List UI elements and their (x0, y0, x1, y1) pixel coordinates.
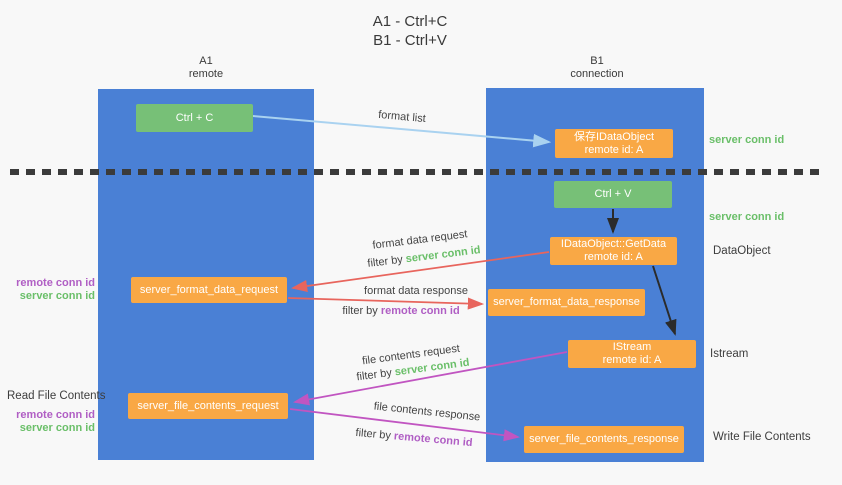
title-line-1: A1 - Ctrl+C (372, 13, 448, 30)
format-data-response-label: format data response (364, 285, 468, 297)
remote-conn-id-key: remote conn id (380, 305, 460, 317)
lane-a1-subtitle: remote (188, 68, 224, 80)
write-file-contents-label: Write File Contents (713, 431, 811, 443)
server-format-data-request-box: server_format_data_request (131, 277, 287, 303)
format-response-filter-label: filter by remote conn id (342, 305, 459, 317)
dashed-divider-line (10, 169, 820, 175)
file-remote-conn-id-label: remote conn id (16, 409, 95, 421)
istream-side-label: Istream (710, 348, 749, 360)
lane-header-a1: A1 remote (189, 55, 223, 81)
server-format-data-response-label: server_format_data_response (493, 296, 640, 308)
format-server-conn-id-label: server conn id (19, 290, 95, 302)
lane-header-b1: B1 connection (570, 55, 623, 81)
arrow-format-data-response (287, 297, 485, 310)
save-dataobject-box: 保存IDataObject remote id: A (555, 129, 673, 158)
dataobject-label: DataObject (713, 245, 771, 257)
istream-box: IStream remote id: A (568, 340, 696, 368)
server-file-contents-request-box: server_file_contents_request (128, 393, 288, 419)
format-conn-id-pair: remote conn id server conn id (14, 277, 95, 303)
filter-by-prefix: filter by (355, 426, 395, 443)
diagram-title: A1 - Ctrl+C B1 - Ctrl+V (373, 12, 448, 50)
ctrl-v-label: Ctrl + V (594, 188, 632, 200)
remote-conn-id-key: remote conn id (393, 430, 473, 450)
lane-a1-name: A1 (199, 55, 213, 67)
file-conn-id-pair: remote conn id server conn id (14, 409, 95, 435)
save-dataobject-line1: 保存IDataObject (573, 130, 655, 143)
read-file-contents-label: Read File Contents (7, 390, 106, 402)
getdata-line1: IDataObject::GetData (560, 238, 667, 250)
istream-line1: IStream (612, 341, 652, 353)
lane-b1-name: B1 (590, 55, 604, 67)
getdata-box: IDataObject::GetData remote id: A (550, 237, 677, 265)
filter-by-prefix: filter by (355, 366, 396, 384)
title-line-2: B1 - Ctrl+V (373, 32, 447, 49)
save-dataobject-line2: remote id: A (584, 143, 644, 156)
filter-by-prefix: filter by (366, 253, 407, 270)
file-contents-response-label: file contents response (373, 400, 481, 424)
format-list-label: format list (377, 108, 427, 126)
getdata-line2: remote id: A (584, 251, 643, 263)
istream-line2: remote id: A (602, 354, 662, 366)
file-response-filter-label: filter by remote conn id (355, 427, 473, 449)
server-format-data-response-box: server_format_data_response (488, 289, 645, 316)
format-remote-conn-id-label: remote conn id (16, 277, 95, 289)
lane-b1-subtitle: connection (570, 68, 624, 80)
server-file-contents-response-box: server_file_contents_response (524, 426, 684, 453)
filter-by-prefix: filter by (342, 305, 381, 317)
file-server-conn-id-label: server conn id (19, 422, 95, 434)
server-format-data-request-label: server_format_data_request (139, 283, 279, 296)
server-conn-id-key: server conn id (405, 244, 482, 266)
server-file-contents-response-label: server_file_contents_response (529, 433, 679, 445)
ctrl-v-box: Ctrl + V (554, 181, 672, 208)
ctrl-c-label: Ctrl + C (175, 111, 214, 124)
ctrl-c-box: Ctrl + C (136, 104, 253, 132)
server-file-contents-request-label: server_file_contents_request (137, 399, 279, 412)
server-conn-id-mid-label: server conn id (709, 211, 785, 223)
server-conn-id-top-label: server conn id (709, 134, 785, 146)
